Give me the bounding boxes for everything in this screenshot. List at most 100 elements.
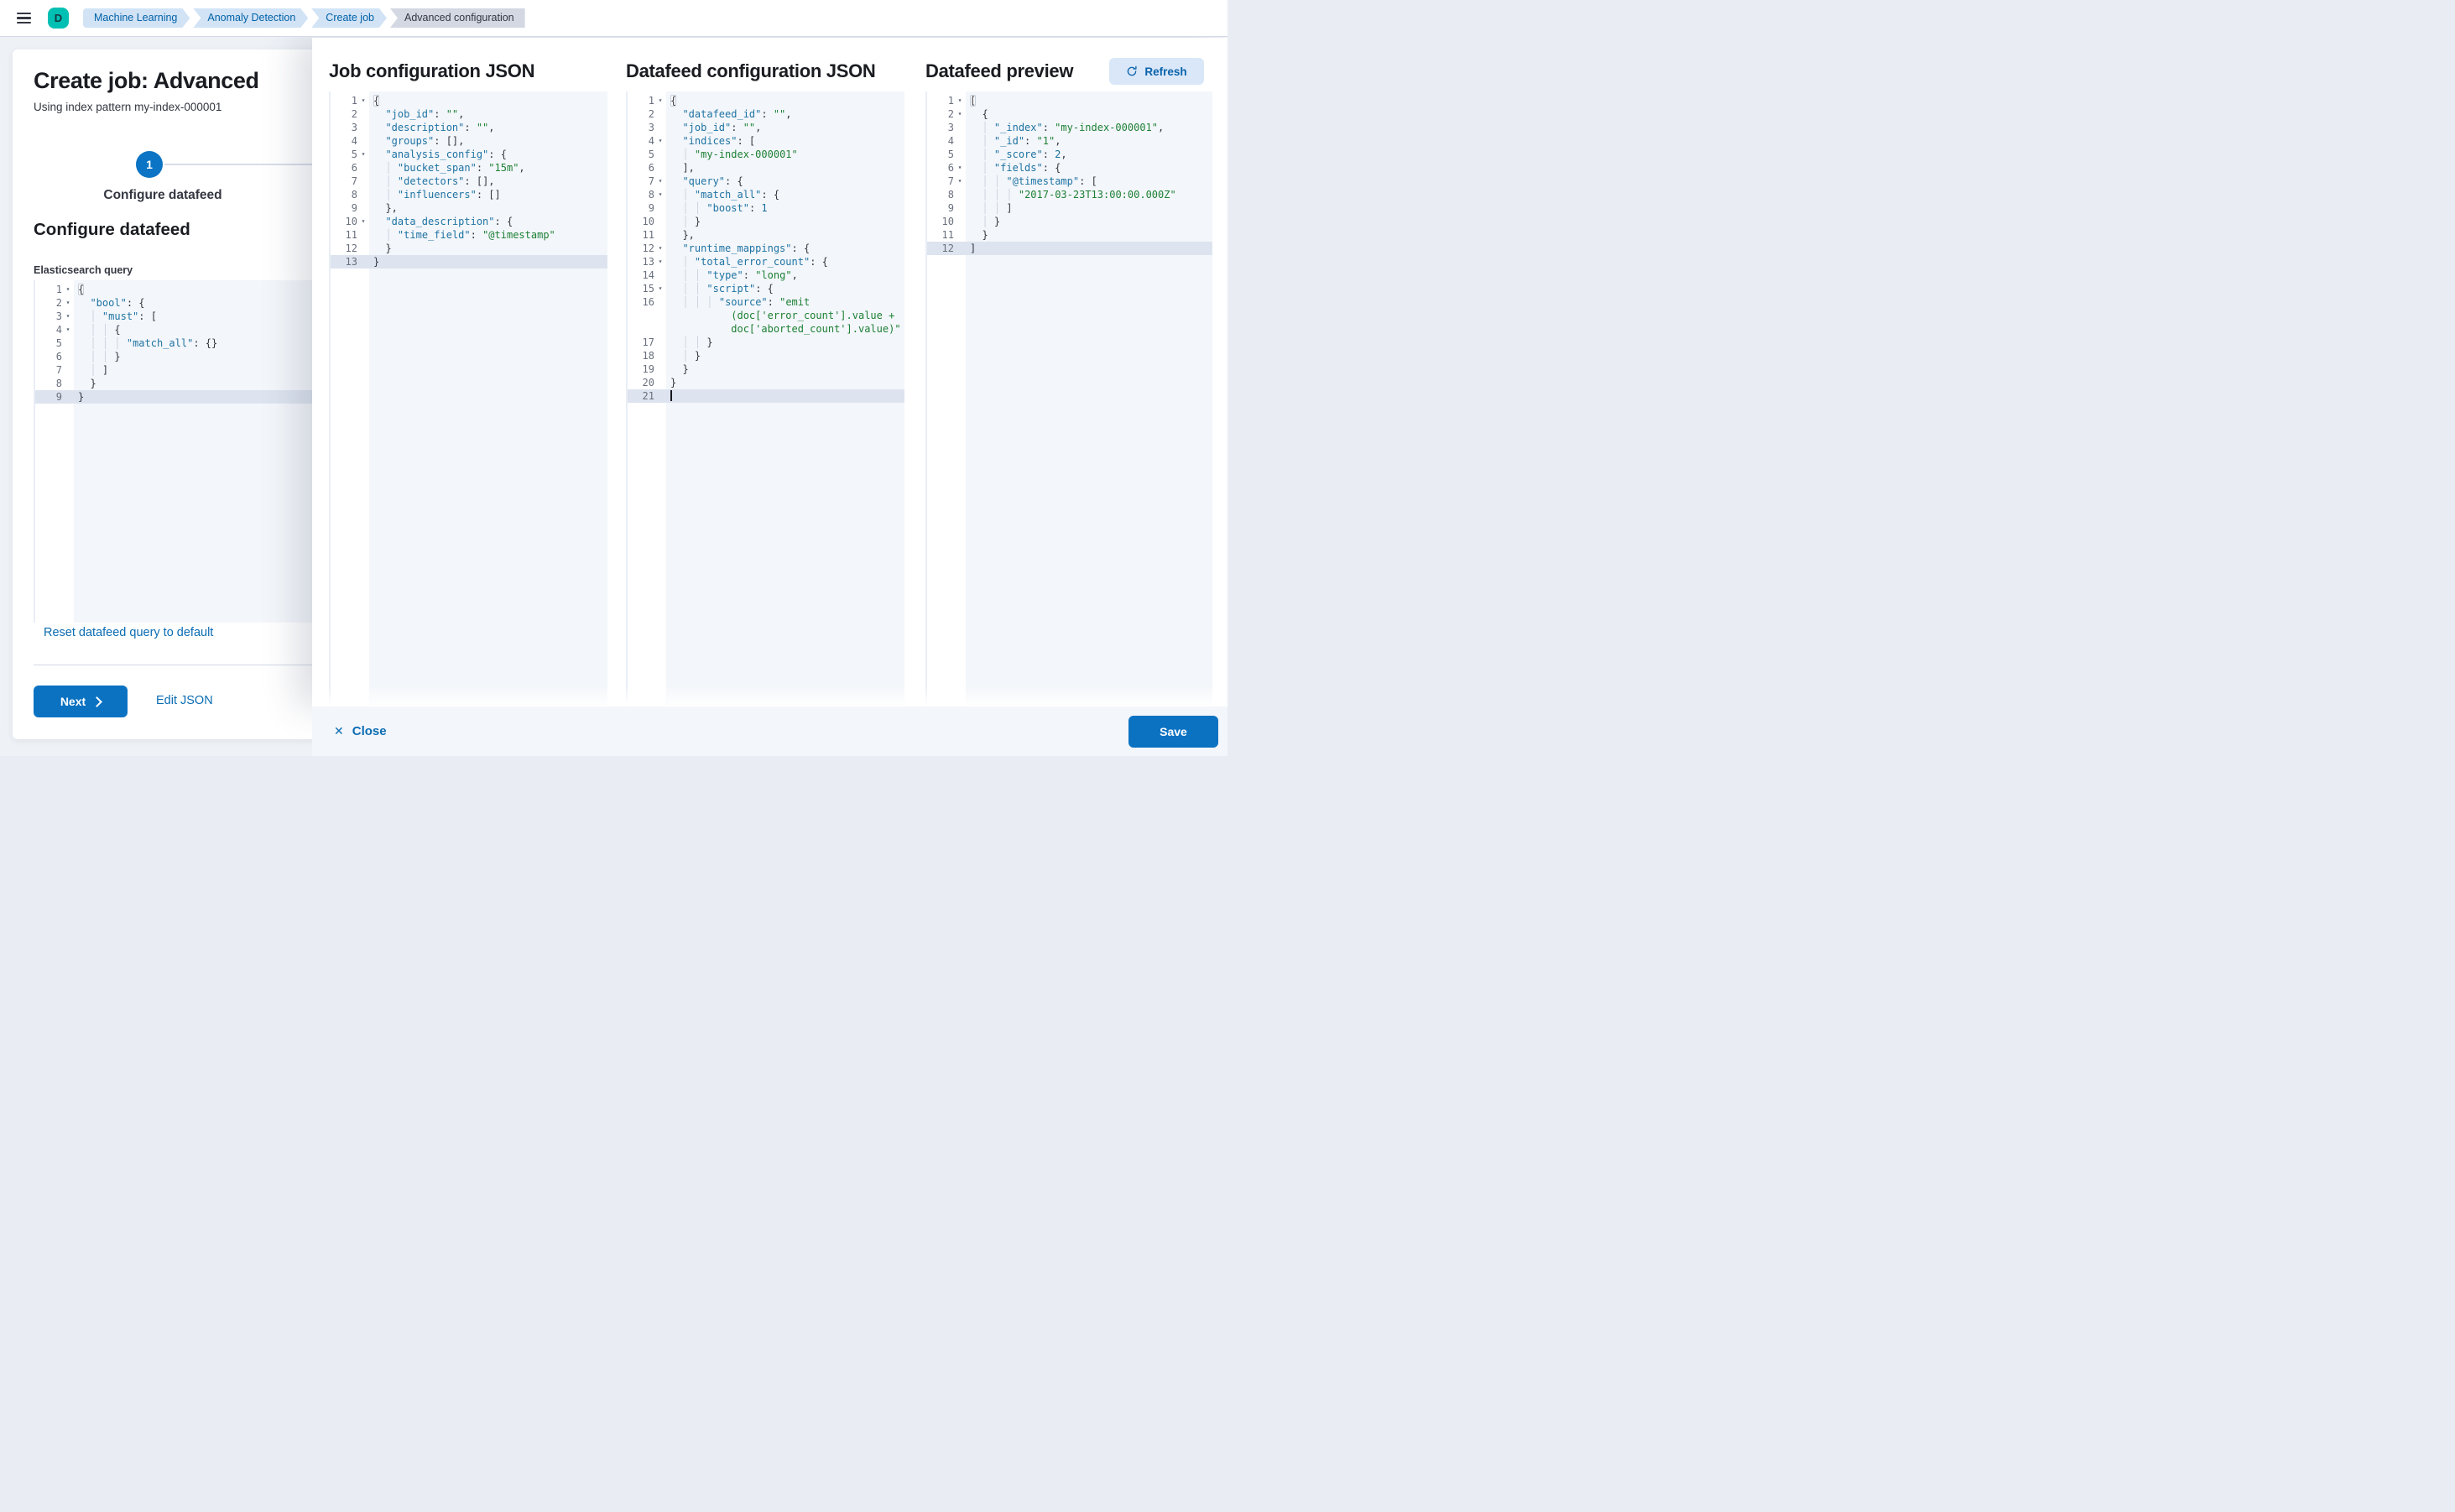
code-line[interactable]: 14 │ │ "type": "long", bbox=[628, 269, 904, 282]
edit-json-link[interactable]: Edit JSON bbox=[156, 694, 213, 707]
breadcrumb-machine-learning[interactable]: Machine Learning bbox=[83, 8, 190, 28]
code-line[interactable]: 10▾ "data_description": { bbox=[331, 215, 607, 228]
code-line[interactable]: 2 "job_id": "", bbox=[331, 107, 607, 121]
code-line[interactable]: 4 │ "_id": "1", bbox=[927, 134, 1212, 148]
code-line[interactable]: doc['aborted_count'].value)" bbox=[628, 322, 904, 336]
code-line[interactable]: 6 │ │ } bbox=[35, 350, 524, 363]
menu-icon[interactable] bbox=[17, 13, 31, 23]
code-line[interactable]: 8▾ │ "match_all": { bbox=[628, 188, 904, 201]
code-line[interactable]: 8 │ │ │ "2017-03-23T13:00:00.000Z" bbox=[927, 188, 1212, 201]
line-number: 6 bbox=[351, 162, 357, 174]
reset-datafeed-query-link[interactable]: Reset datafeed query to default bbox=[44, 626, 214, 639]
code-line[interactable]: 13▾ │ "total_error_count": { bbox=[628, 255, 904, 269]
code-line[interactable]: 9 │ │ ] bbox=[927, 201, 1212, 215]
code-line[interactable]: 7▾ │ │ "@timestamp": [ bbox=[927, 175, 1212, 188]
datafeed-config-editor[interactable]: 1▾{2 "datafeed_id": "",3 "job_id": "",4▾… bbox=[626, 91, 904, 706]
code-line[interactable]: 12 } bbox=[331, 242, 607, 255]
code-line[interactable]: 16 │ │ │ "source": "emit bbox=[628, 295, 904, 309]
token-k: "description" bbox=[385, 122, 465, 133]
code-line[interactable]: 5 │ "my-index-000001" bbox=[628, 148, 904, 161]
fold-arrow-icon[interactable]: ▾ bbox=[658, 258, 663, 265]
next-button[interactable]: Next bbox=[34, 686, 128, 717]
code-line[interactable]: 10 │ } bbox=[927, 215, 1212, 228]
code-line[interactable]: 4 "groups": [], bbox=[331, 134, 607, 148]
fold-arrow-icon[interactable]: ▾ bbox=[957, 164, 962, 171]
save-button[interactable]: Save bbox=[1128, 715, 1218, 748]
code-line[interactable]: 6 │ "bucket_span": "15m", bbox=[331, 161, 607, 175]
breadcrumb-create-job[interactable]: Create job bbox=[311, 8, 387, 28]
token-p: } bbox=[694, 350, 701, 362]
code-line[interactable]: 5▾ "analysis_config": { bbox=[331, 148, 607, 161]
code-line[interactable]: 12] bbox=[927, 242, 1212, 255]
breadcrumb-anomaly-detection[interactable]: Anomaly Detection bbox=[193, 8, 308, 28]
code-line[interactable]: 8 │ "influencers": [] bbox=[331, 188, 607, 201]
code-line[interactable]: 1▾{ bbox=[35, 283, 524, 296]
job-config-editor[interactable]: 1▾{2 "job_id": "",3 "description": "",4 … bbox=[329, 91, 607, 706]
token-w bbox=[970, 108, 982, 120]
code-line[interactable]: 21 bbox=[628, 389, 904, 403]
token-w bbox=[670, 363, 682, 375]
code-text: │ "time_field": "@timestamp" bbox=[369, 228, 607, 242]
code-line[interactable]: 8 } bbox=[35, 377, 524, 390]
fold-arrow-icon[interactable]: ▾ bbox=[65, 326, 70, 333]
code-line[interactable]: 6 ], bbox=[628, 161, 904, 175]
fold-arrow-icon[interactable]: ▾ bbox=[65, 299, 70, 306]
code-line[interactable]: 1▾[ bbox=[927, 94, 1212, 107]
code-line[interactable]: 17 │ │ } bbox=[628, 336, 904, 349]
code-line[interactable]: 18 │ } bbox=[628, 349, 904, 362]
code-line[interactable]: 9 }, bbox=[331, 201, 607, 215]
code-line[interactable]: 3 "job_id": "", bbox=[628, 121, 904, 134]
code-line[interactable]: 20} bbox=[628, 376, 904, 389]
code-line[interactable]: 7▾ "query": { bbox=[628, 175, 904, 188]
code-line[interactable]: 4▾ "indices": [ bbox=[628, 134, 904, 148]
code-line[interactable]: 11 } bbox=[927, 228, 1212, 242]
code-line[interactable]: 1▾{ bbox=[628, 94, 904, 107]
fold-gutter bbox=[654, 215, 666, 228]
code-line[interactable]: 6▾ │ "fields": { bbox=[927, 161, 1212, 175]
code-text: (doc['error_count'].value + bbox=[666, 309, 904, 322]
fold-arrow-icon[interactable]: ▾ bbox=[65, 285, 70, 293]
fold-arrow-icon[interactable]: ▾ bbox=[361, 96, 366, 104]
avatar[interactable]: D bbox=[48, 8, 69, 29]
token-w bbox=[988, 162, 994, 174]
fold-arrow-icon[interactable]: ▾ bbox=[361, 217, 366, 225]
fold-arrow-icon[interactable]: ▾ bbox=[65, 312, 70, 320]
fold-arrow-icon[interactable]: ▾ bbox=[658, 177, 663, 185]
code-line[interactable]: 11 }, bbox=[628, 228, 904, 242]
fold-arrow-icon[interactable]: ▾ bbox=[957, 96, 962, 104]
fold-arrow-icon[interactable]: ▾ bbox=[658, 244, 663, 252]
fold-arrow-icon[interactable]: ▾ bbox=[957, 110, 962, 117]
refresh-button[interactable]: Refresh bbox=[1109, 58, 1204, 85]
token-s: "@timestamp" bbox=[482, 229, 555, 241]
code-line[interactable]: 1▾{ bbox=[331, 94, 607, 107]
fold-arrow-icon[interactable]: ▾ bbox=[658, 190, 663, 198]
line-number: 10 bbox=[642, 216, 654, 227]
fold-arrow-icon[interactable]: ▾ bbox=[957, 177, 962, 185]
fold-arrow-icon[interactable]: ▾ bbox=[658, 137, 663, 144]
code-line[interactable]: 3 "description": "", bbox=[331, 121, 607, 134]
code-line[interactable]: 9 │ │ "boost": 1 bbox=[628, 201, 904, 215]
code-line[interactable]: 7 │ "detectors": [], bbox=[331, 175, 607, 188]
code-line[interactable]: 7 │ ] bbox=[35, 363, 524, 377]
code-line[interactable]: 2▾ { bbox=[927, 107, 1212, 121]
code-line[interactable]: 4▾ │ │ { bbox=[35, 323, 524, 336]
datafeed-preview-editor[interactable]: 1▾[2▾ {3 │ "_index": "my-index-000001",4… bbox=[925, 91, 1212, 706]
code-line[interactable]: 3▾ │ "must": [ bbox=[35, 310, 524, 323]
fold-arrow-icon[interactable]: ▾ bbox=[658, 284, 663, 292]
code-line[interactable]: 13} bbox=[331, 255, 607, 269]
code-line[interactable]: 12▾ "runtime_mappings": { bbox=[628, 242, 904, 255]
code-line[interactable]: 15▾ │ │ "script": { bbox=[628, 282, 904, 295]
close-button[interactable]: ✕ Close bbox=[329, 723, 392, 739]
code-line[interactable]: 19 } bbox=[628, 362, 904, 376]
code-line[interactable]: 2▾ "bool": { bbox=[35, 296, 524, 310]
fold-arrow-icon[interactable]: ▾ bbox=[361, 150, 366, 158]
code-line[interactable]: 2 "datafeed_id": "", bbox=[628, 107, 904, 121]
code-line[interactable]: 5 │ "_score": 2, bbox=[927, 148, 1212, 161]
code-line[interactable]: 3 │ "_index": "my-index-000001", bbox=[927, 121, 1212, 134]
fold-arrow-icon[interactable]: ▾ bbox=[658, 96, 663, 104]
code-line[interactable]: 10 │ } bbox=[628, 215, 904, 228]
code-line[interactable]: 11 │ "time_field": "@timestamp" bbox=[331, 228, 607, 242]
code-line[interactable]: 5 │ │ │ "match_all": {} bbox=[35, 336, 524, 350]
code-line[interactable]: (doc['error_count'].value + bbox=[628, 309, 904, 322]
step-1-indicator[interactable]: 1 bbox=[136, 151, 163, 178]
